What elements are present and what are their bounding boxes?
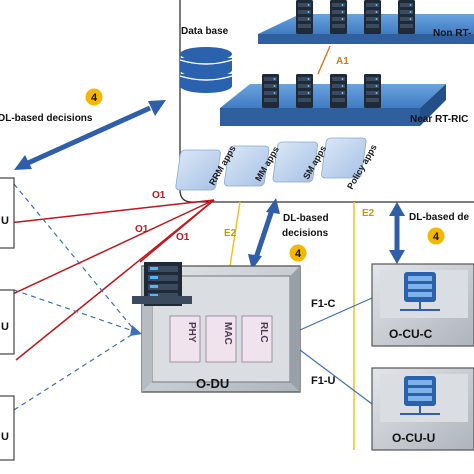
ocuc-label: O-CU-C	[389, 327, 433, 341]
ocuu-server-icon	[400, 376, 440, 415]
right-decision-label: DL-based de	[409, 212, 469, 223]
odu-layer-mac: MAC	[205, 315, 237, 363]
near-rt-ric-platform	[220, 74, 446, 126]
database-icon	[179, 47, 233, 93]
near-rt-ric-label: Near RT-RIC	[410, 114, 468, 125]
xapp-tile-sm	[272, 141, 318, 183]
a1-label: A1	[336, 56, 349, 67]
center-decision-label-2: decisions	[282, 228, 329, 239]
step-badge-right: 4	[427, 227, 445, 245]
ru-label-3: U	[1, 431, 9, 443]
non-rt-ric-label: Non RT-	[433, 28, 471, 39]
xapp-tile-rrm	[175, 149, 221, 191]
center-decision-arrow	[248, 198, 280, 270]
right-decision-arrow	[389, 202, 405, 264]
f1c-link	[299, 297, 373, 331]
svg-text:4: 4	[295, 248, 302, 260]
ocuc-server-icon	[400, 272, 440, 311]
svg-text:RLC: RLC	[258, 322, 269, 343]
svg-text:PHY: PHY	[186, 322, 197, 343]
svg-text:4: 4	[91, 92, 98, 104]
f1u-label: F1-U	[311, 375, 336, 387]
xapp-tile-policy	[321, 137, 367, 179]
ru-box-2	[0, 289, 15, 355]
ocuu-label: O-CU-U	[392, 431, 435, 445]
left-decision-label: DL-based decisions	[0, 113, 93, 124]
o1-label-3: O1	[176, 232, 190, 243]
xapps-panel	[175, 137, 367, 191]
database-label: Data base	[181, 26, 229, 37]
fronthaul-arrowhead	[130, 325, 142, 336]
non-rt-ric-platform	[258, 0, 474, 44]
odu-label: O-DU	[196, 376, 229, 391]
left-decision-arrow	[14, 100, 166, 170]
step-badge-left: 4	[85, 88, 103, 106]
step-badge-center: 4	[289, 244, 307, 262]
f1u-link	[299, 349, 373, 405]
a1-interface-line	[317, 45, 331, 75]
center-decision-label-1: DL-based	[283, 213, 329, 224]
e2-label-1: E2	[224, 228, 237, 239]
odu-server-icon	[132, 262, 192, 306]
e2-line-odu	[229, 201, 241, 267]
e2-label-2: E2	[362, 208, 375, 219]
odu-layer-phy: PHY	[169, 315, 201, 363]
svg-text:4: 4	[433, 231, 440, 243]
ru-label-2: U	[1, 321, 9, 333]
o1-label-2: O1	[135, 224, 149, 235]
ru-box-1	[0, 177, 15, 249]
fronthaul-dashed-links	[13, 183, 137, 411]
o1-label-1: O1	[152, 190, 166, 201]
f1c-label: F1-C	[311, 298, 336, 310]
ru-label-1: U	[1, 215, 9, 227]
o1-links	[0, 199, 215, 361]
svg-text:MAC: MAC	[222, 322, 233, 345]
odu-layer-rlc: RLC	[241, 315, 273, 363]
ru-box-3	[0, 395, 15, 461]
xapp-tile-mm	[223, 145, 270, 187]
